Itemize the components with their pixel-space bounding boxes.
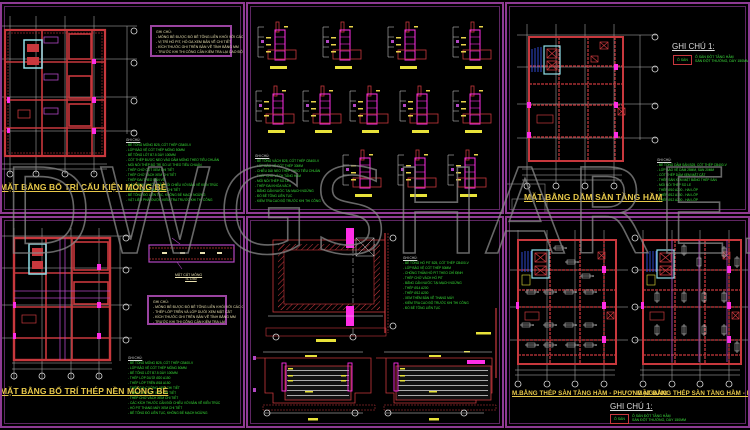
general-notes: GHI CHÚ: - BÊ TÔNG DẦM SÀN B25, CỐT THÉP… [657, 158, 727, 202]
general-notes: GHI CHÚ: - BÊ TÔNG VÁCH B25, CỐT THÉP CB… [255, 154, 321, 203]
sheet-inner-frame [250, 6, 500, 210]
legend-swatch: Ô SÀN [610, 414, 629, 424]
legend-text: Ô SÀN ĐỘT TẦNG HẦM SÀN ĐỘT THƯỜNG, DÀY 1… [695, 55, 750, 63]
foundation-plan-drawing [2, 16, 138, 178]
slab-rebar-plans [509, 229, 748, 388]
sheet-wall-details: GHI CHÚ: - BÊ TÔNG VÁCH B25, CỐT THÉP CB… [246, 2, 504, 214]
section-label: MẶT CẮT MÓNG TL 1/50 [175, 273, 203, 281]
elevator-pit-drawing [253, 228, 497, 421]
note-box-heading: GHI CHÚ: [156, 30, 172, 34]
drawing-title: MẶT BẰNG DẦM SÀN TẦNG HẦM [524, 192, 663, 202]
note-box-heading: GHI CHÚ: [153, 300, 169, 304]
drawing-title-horizontal: M.BẰNG THÉP SÀN TẦNG HẦM - PHƯƠNG NGANG [512, 390, 668, 397]
sheet-basement-slab-rebar: M.BẰNG THÉP SÀN TẦNG HẦM - PHƯƠNG NGANG … [505, 216, 750, 428]
general-notes: GHI CHÚ: - BÊ TÔNG MÓNG B25, CỐT THÉP CB… [126, 138, 220, 202]
general-notes: GHI CHÚ: - BÊ TÔNG HỐ PIT B25, CỐT THÉP … [403, 256, 469, 310]
raft-rebar-plan-drawing [2, 228, 235, 380]
drawing-title: MẶT BẰNG BỐ TRÍ CẤU KIỆN MÓNG BÈ [0, 182, 167, 192]
note-box: GHI CHÚ: - MÓNG BÈ ĐƯỢC ĐỔ BÊ TÔNG LIỀN … [150, 25, 243, 57]
legend-text: Ô SÀN ĐỘT TẦNG HẦM SÀN ĐỘT THƯỜNG, DÀY 1… [632, 414, 687, 422]
sheet-inner-frame [509, 6, 746, 210]
general-notes: GHI CHÚ: - BÊ TÔNG MÓNG B25, CỐT THÉP CB… [128, 356, 221, 415]
sheet-basement-beam-plan: GHI CHÚ 1: Ô SÀN Ô SÀN ĐỘT TẦNG HẦM SÀN … [505, 2, 750, 214]
drawing-title-vertical: MẶT BẰNG THÉP SÀN TẦNG HẦM - PHƯƠNG DỌC [637, 390, 748, 397]
drawing-title: MẶT BẰNG BỐ TRÍ THÉP NỀN MÓNG BÈ [0, 386, 169, 396]
legend-heading: GHI CHÚ 1: [672, 42, 715, 51]
beam-slab-plan-drawing [507, 24, 659, 212]
legend-swatch: Ô SÀN [673, 55, 692, 65]
legend-heading: GHI CHÚ 1: [610, 402, 653, 411]
sheet-inner-frame [4, 220, 241, 424]
sheet-foundation-layout: GHI CHÚ: - MÓNG BÈ ĐƯỢC ĐỔ BÊ TÔNG LIỀN … [0, 2, 245, 214]
note-box: GHI CHÚ: - MÓNG BÈ ĐƯỢC ĐỔ BÊ TÔNG LIỀN … [147, 295, 243, 325]
sheet-elevator-pit: GHI CHÚ: - BÊ TÔNG HỐ PIT B25, CỐT THÉP … [246, 216, 504, 428]
sheet-raft-rebar-plan: MẶT CẮT MÓNG TL 1/50 GHI CHÚ: - MÓNG BÈ … [0, 216, 245, 428]
sheet-inner-frame [250, 220, 500, 424]
